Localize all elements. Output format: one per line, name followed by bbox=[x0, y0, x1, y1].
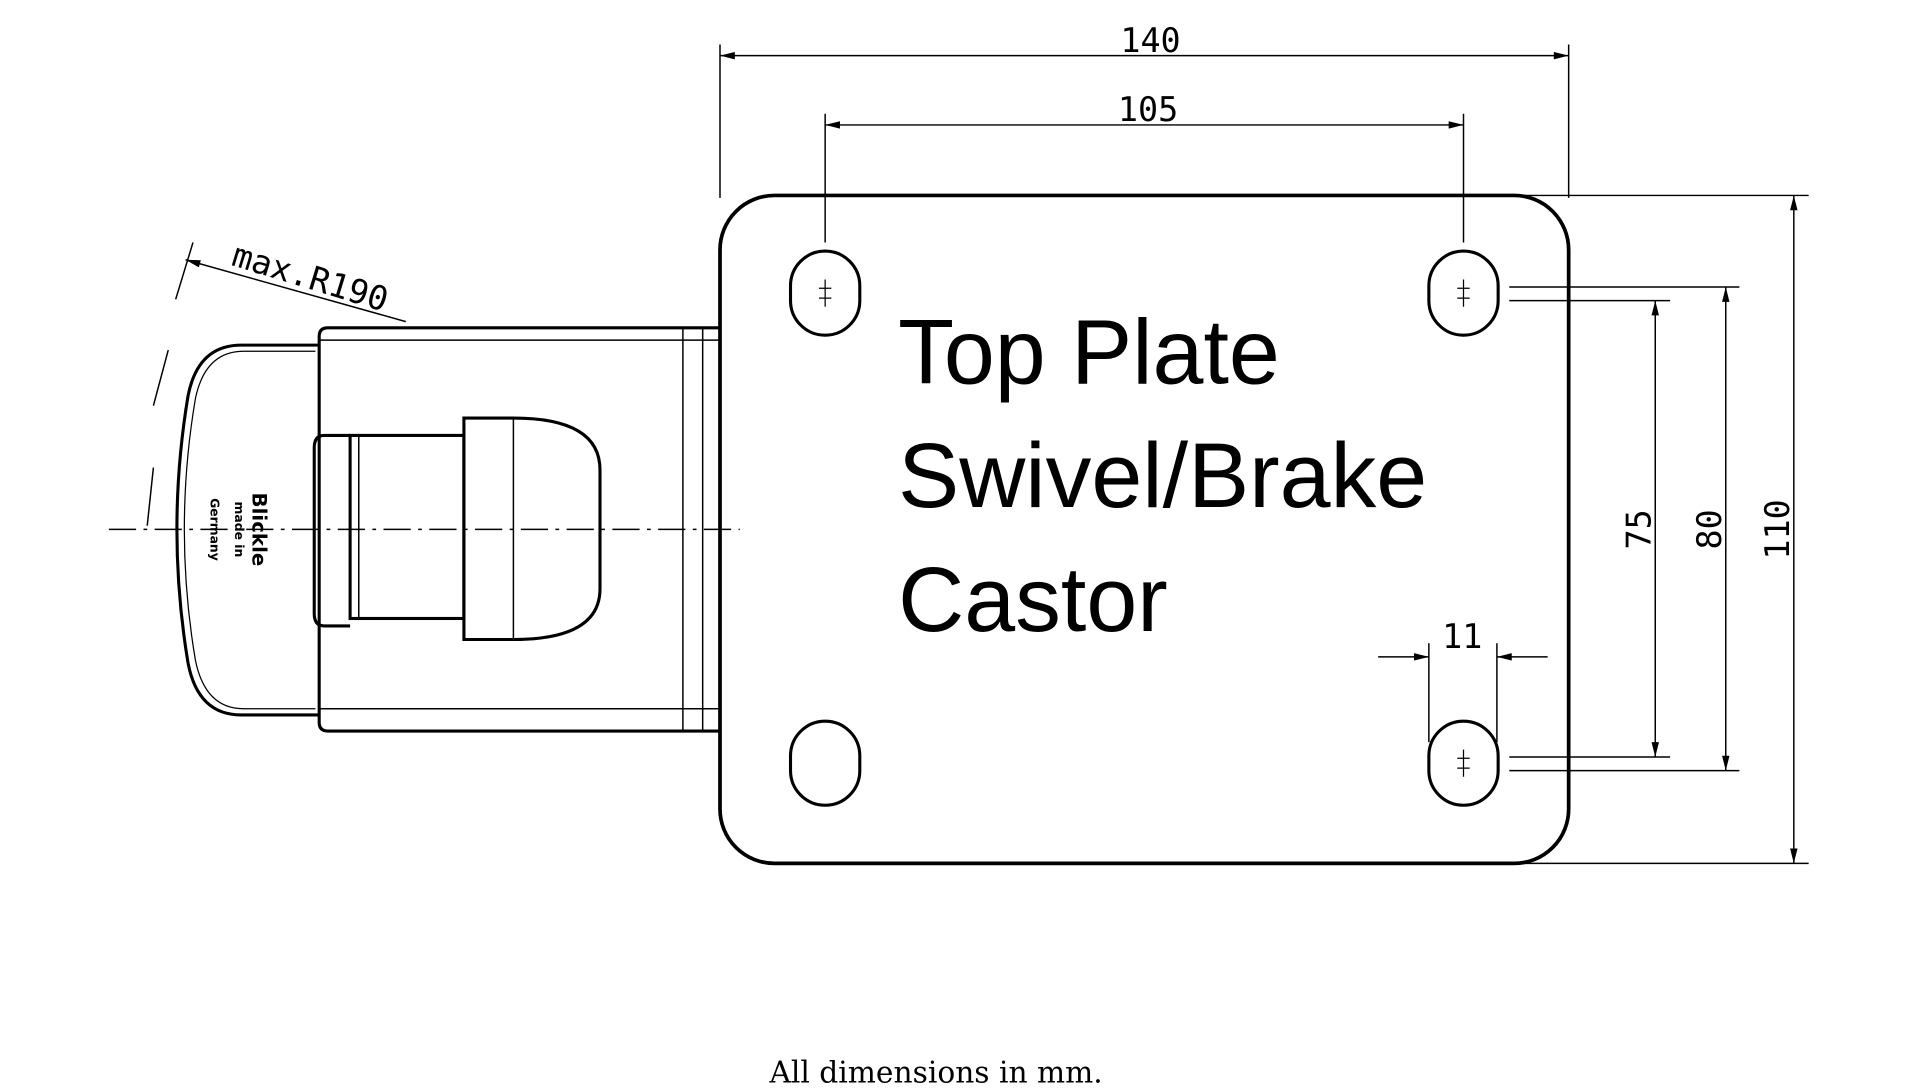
title-line-3: Castor bbox=[898, 549, 1168, 651]
dim-label-80: 80 bbox=[1690, 509, 1729, 549]
dimension-plate-width: 140 bbox=[719, 21, 1570, 198]
wheel bbox=[175, 343, 602, 717]
top-plate bbox=[718, 193, 1571, 866]
dimension-slot-width: 11 bbox=[1378, 617, 1548, 743]
dim-label-75: 75 bbox=[1619, 509, 1658, 549]
dimension-inner-hole-spacing: 75 bbox=[1509, 299, 1671, 758]
title-line-2: Swivel/Brake bbox=[898, 425, 1427, 527]
swivel-radius-label: max.R190 bbox=[228, 235, 393, 319]
bolt-slots bbox=[788, 249, 1500, 807]
dimension-hole-spacing-x: 105 bbox=[824, 90, 1465, 243]
dim-label-105: 105 bbox=[1118, 90, 1178, 129]
dim-label-110: 110 bbox=[1758, 499, 1797, 559]
units-note: All dimensions in mm. bbox=[768, 1054, 1102, 1089]
dim-label-11: 11 bbox=[1442, 617, 1482, 656]
dimension-outer-hole-spacing: 80 bbox=[1509, 286, 1740, 772]
title-line-1: Top Plate bbox=[898, 301, 1280, 403]
dim-label-140: 140 bbox=[1120, 21, 1180, 60]
dimension-plate-length: 110 bbox=[1521, 194, 1809, 865]
svg-text:made in: made in bbox=[232, 502, 246, 558]
